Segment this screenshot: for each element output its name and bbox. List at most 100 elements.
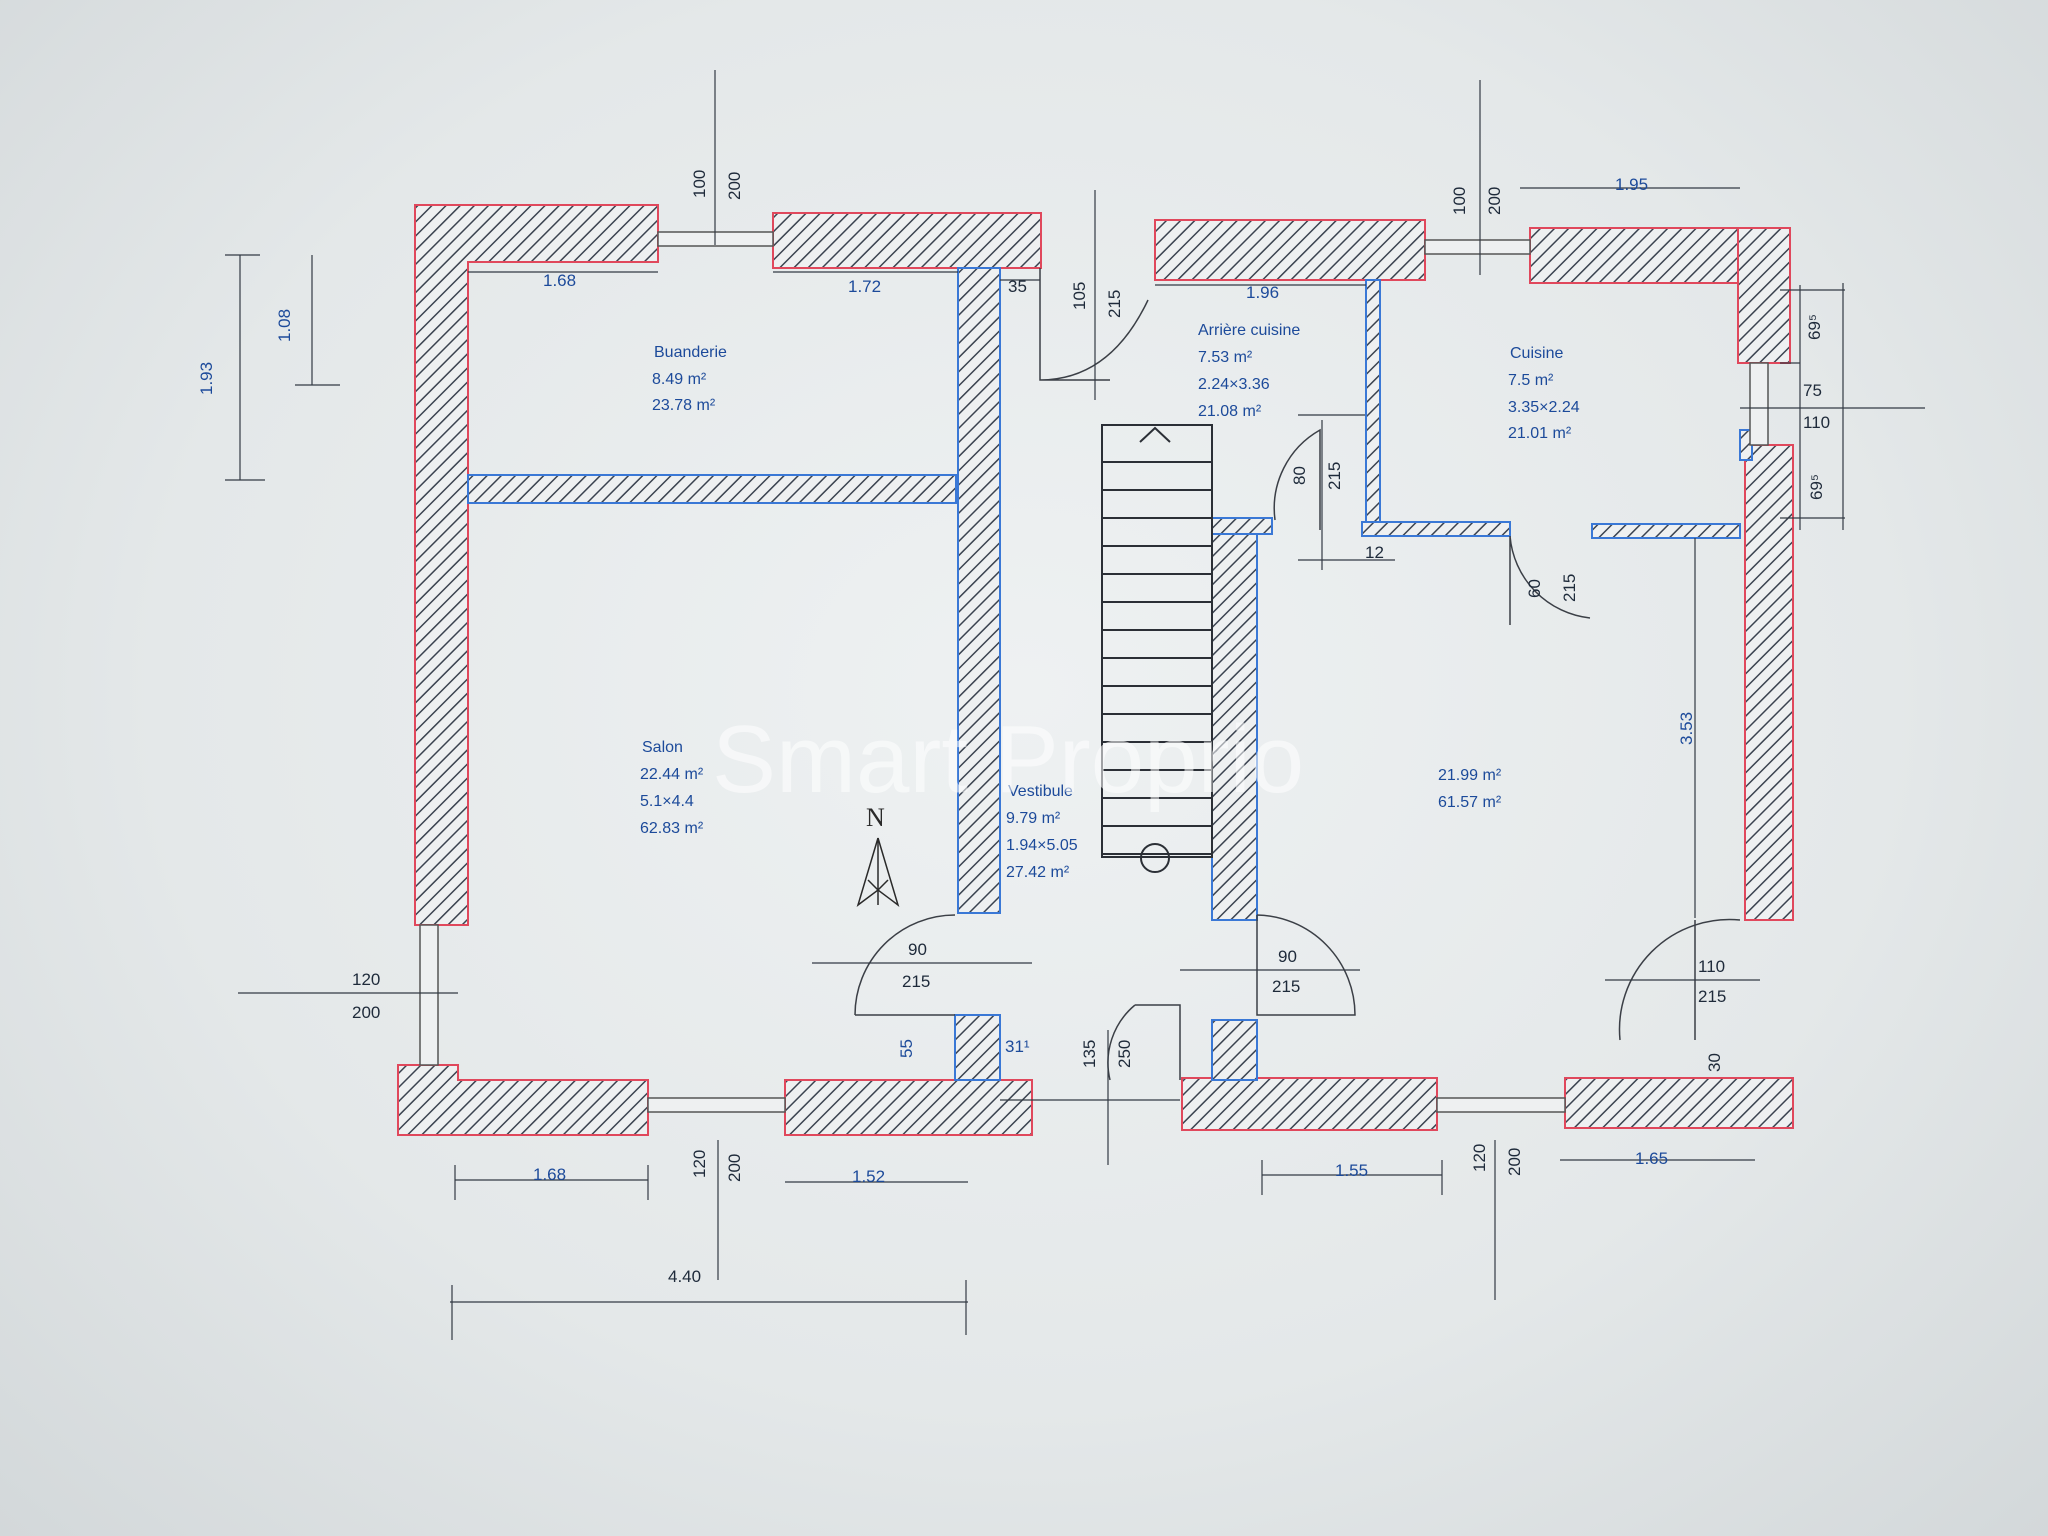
dim-win-top-left-200: 200 — [725, 172, 744, 200]
wall-salon-right-upper — [957, 267, 1001, 914]
room-area: 9.79 m² — [1006, 810, 1061, 827]
dim-top-168: 1.68 — [543, 271, 576, 290]
dim-left-win-200: 200 — [352, 1003, 380, 1022]
room-size: 5.1×4.4 — [640, 793, 694, 810]
room-area2: 23.78 m² — [652, 397, 716, 414]
dim-bot-440: 4.40 — [668, 1267, 701, 1286]
interior-walls — [467, 267, 1753, 1081]
wall-buanderie-bottom — [467, 474, 957, 504]
dim-door-top-215: 215 — [1105, 290, 1124, 318]
room-arriere-cuisine: Arrière cuisine 7.53 m² 2.24×3.36 21.08 … — [1198, 322, 1300, 420]
room-area: 8.49 m² — [652, 371, 707, 388]
dimension-lines — [225, 70, 1925, 1340]
dim-bot-win-l-120: 120 — [690, 1150, 709, 1178]
wall-bottom-mid — [784, 1079, 1033, 1136]
room-buanderie: Buanderie 8.49 m² 23.78 m² — [652, 344, 727, 414]
room-cuisine: Cuisine 7.5 m² 3.35×2.24 21.01 m² — [1508, 345, 1580, 442]
dim-door-salon-215: 215 — [902, 972, 930, 991]
exterior-walls — [397, 204, 1794, 1136]
wall-salon-right-lower — [954, 1014, 1001, 1081]
room-area: 7.5 m² — [1508, 372, 1554, 389]
dim-bot-152: 1.52 — [852, 1167, 885, 1186]
room-area2: 27.42 m² — [1006, 864, 1070, 881]
dim-bot-win-l-200: 200 — [725, 1154, 744, 1182]
wall-cuisine-bottom-b — [1591, 523, 1741, 539]
wall-stair-top-right — [1211, 517, 1273, 535]
dim-door-top-105: 105 — [1070, 282, 1089, 310]
dim-win-top-right-200: 200 — [1485, 187, 1504, 215]
dim-left-193: 1.93 — [197, 362, 216, 395]
dim-bot-155: 1.55 — [1335, 1161, 1368, 1180]
wall-bottom-right-mid — [1181, 1077, 1438, 1131]
room-name: Cuisine — [1510, 345, 1563, 362]
door-sejour — [1256, 914, 1356, 1016]
watermark: Smart Proprio — [712, 706, 1304, 813]
wall-bottom-left — [397, 1064, 649, 1136]
dim-top-195: 1.95 — [1615, 175, 1648, 194]
room-area2: 61.57 m² — [1438, 794, 1502, 811]
wall-top-right-a — [1154, 219, 1426, 281]
room-sejour: 21.99 m² 61.57 m² — [1438, 767, 1502, 811]
dim-353: 3.53 — [1677, 712, 1696, 745]
dim-door-salon-90: 90 — [908, 940, 927, 959]
north-arrow-icon — [856, 837, 900, 907]
dim-135: 135 — [1080, 1040, 1099, 1068]
dim-top-35: 35 — [1008, 277, 1027, 296]
dim-door-ac-215: 215 — [1325, 462, 1344, 490]
dim-left-108: 1.08 — [275, 309, 294, 342]
room-area2: 21.01 m² — [1508, 425, 1572, 442]
dim-55: 55 — [897, 1039, 916, 1058]
room-vestibule: Vestibule 9.79 m² 1.94×5.05 27.42 m² — [1006, 783, 1078, 881]
dim-12: 12 — [1365, 543, 1384, 562]
dim-right-69b: 69⁵ — [1807, 474, 1826, 500]
dim-top-196: 1.96 — [1246, 283, 1279, 302]
room-size: 3.35×2.24 — [1508, 399, 1580, 416]
north-label: N — [866, 803, 885, 832]
dim-30: 30 — [1705, 1053, 1724, 1072]
room-name: Salon — [642, 739, 683, 756]
dim-door-sejour-90: 90 — [1278, 947, 1297, 966]
dim-door-k-215: 215 — [1560, 574, 1579, 602]
door-cuisine — [1509, 535, 1591, 625]
dim-right-75: 75 — [1803, 381, 1822, 400]
room-size: 2.24×3.36 — [1198, 376, 1270, 393]
dim-bot-168: 1.68 — [533, 1165, 566, 1184]
wall-stair-right-lower — [1211, 1019, 1258, 1081]
dim-door-k-60: 60 — [1525, 579, 1544, 598]
wall-right-lower — [1744, 444, 1794, 921]
room-salon: Salon 22.44 m² 5.1×4.4 62.83 m² — [640, 739, 704, 837]
dim-bot-win-r-120: 120 — [1470, 1144, 1489, 1172]
window-salon-left — [419, 924, 439, 1066]
dim-right-69a: 69⁵ — [1805, 314, 1824, 340]
dim-door-sejour-215: 215 — [1272, 977, 1300, 996]
staircase — [1101, 424, 1213, 873]
dim-door-right-110: 110 — [1698, 957, 1725, 976]
room-size: 1.94×5.05 — [1006, 837, 1078, 854]
dim-door-ac-80: 80 — [1290, 466, 1309, 485]
room-area2: 21.08 m² — [1198, 403, 1262, 420]
dim-bot-165: 1.65 — [1635, 1149, 1668, 1168]
wall-arriere-cuisine-right — [1365, 279, 1381, 536]
dim-bot-win-r-200: 200 — [1505, 1148, 1524, 1176]
dim-win-top-right-100: 100 — [1450, 187, 1469, 215]
dim-win-top-left-100: 100 — [690, 170, 709, 198]
north-arrow: N — [856, 803, 900, 907]
door-arriere-cuisine — [1273, 428, 1321, 530]
window-sejour-bottom — [1436, 1097, 1566, 1113]
dim-right-110: 110 — [1803, 413, 1830, 432]
room-area: 7.53 m² — [1198, 349, 1253, 366]
room-name: Arrière cuisine — [1198, 322, 1300, 339]
dim-31: 31¹ — [1005, 1037, 1030, 1056]
room-area: 21.99 m² — [1438, 767, 1502, 784]
room-area2: 62.83 m² — [640, 820, 704, 837]
windows — [419, 231, 1769, 1113]
room-name: Buanderie — [654, 344, 727, 361]
window-cuisine-top — [1424, 239, 1531, 255]
window-cuisine-right — [1749, 362, 1769, 446]
room-name: Vestibule — [1008, 783, 1073, 800]
door-entrance-top — [1039, 268, 1149, 381]
wall-right-upper — [1737, 227, 1791, 364]
wall-top-mid — [772, 212, 1042, 269]
